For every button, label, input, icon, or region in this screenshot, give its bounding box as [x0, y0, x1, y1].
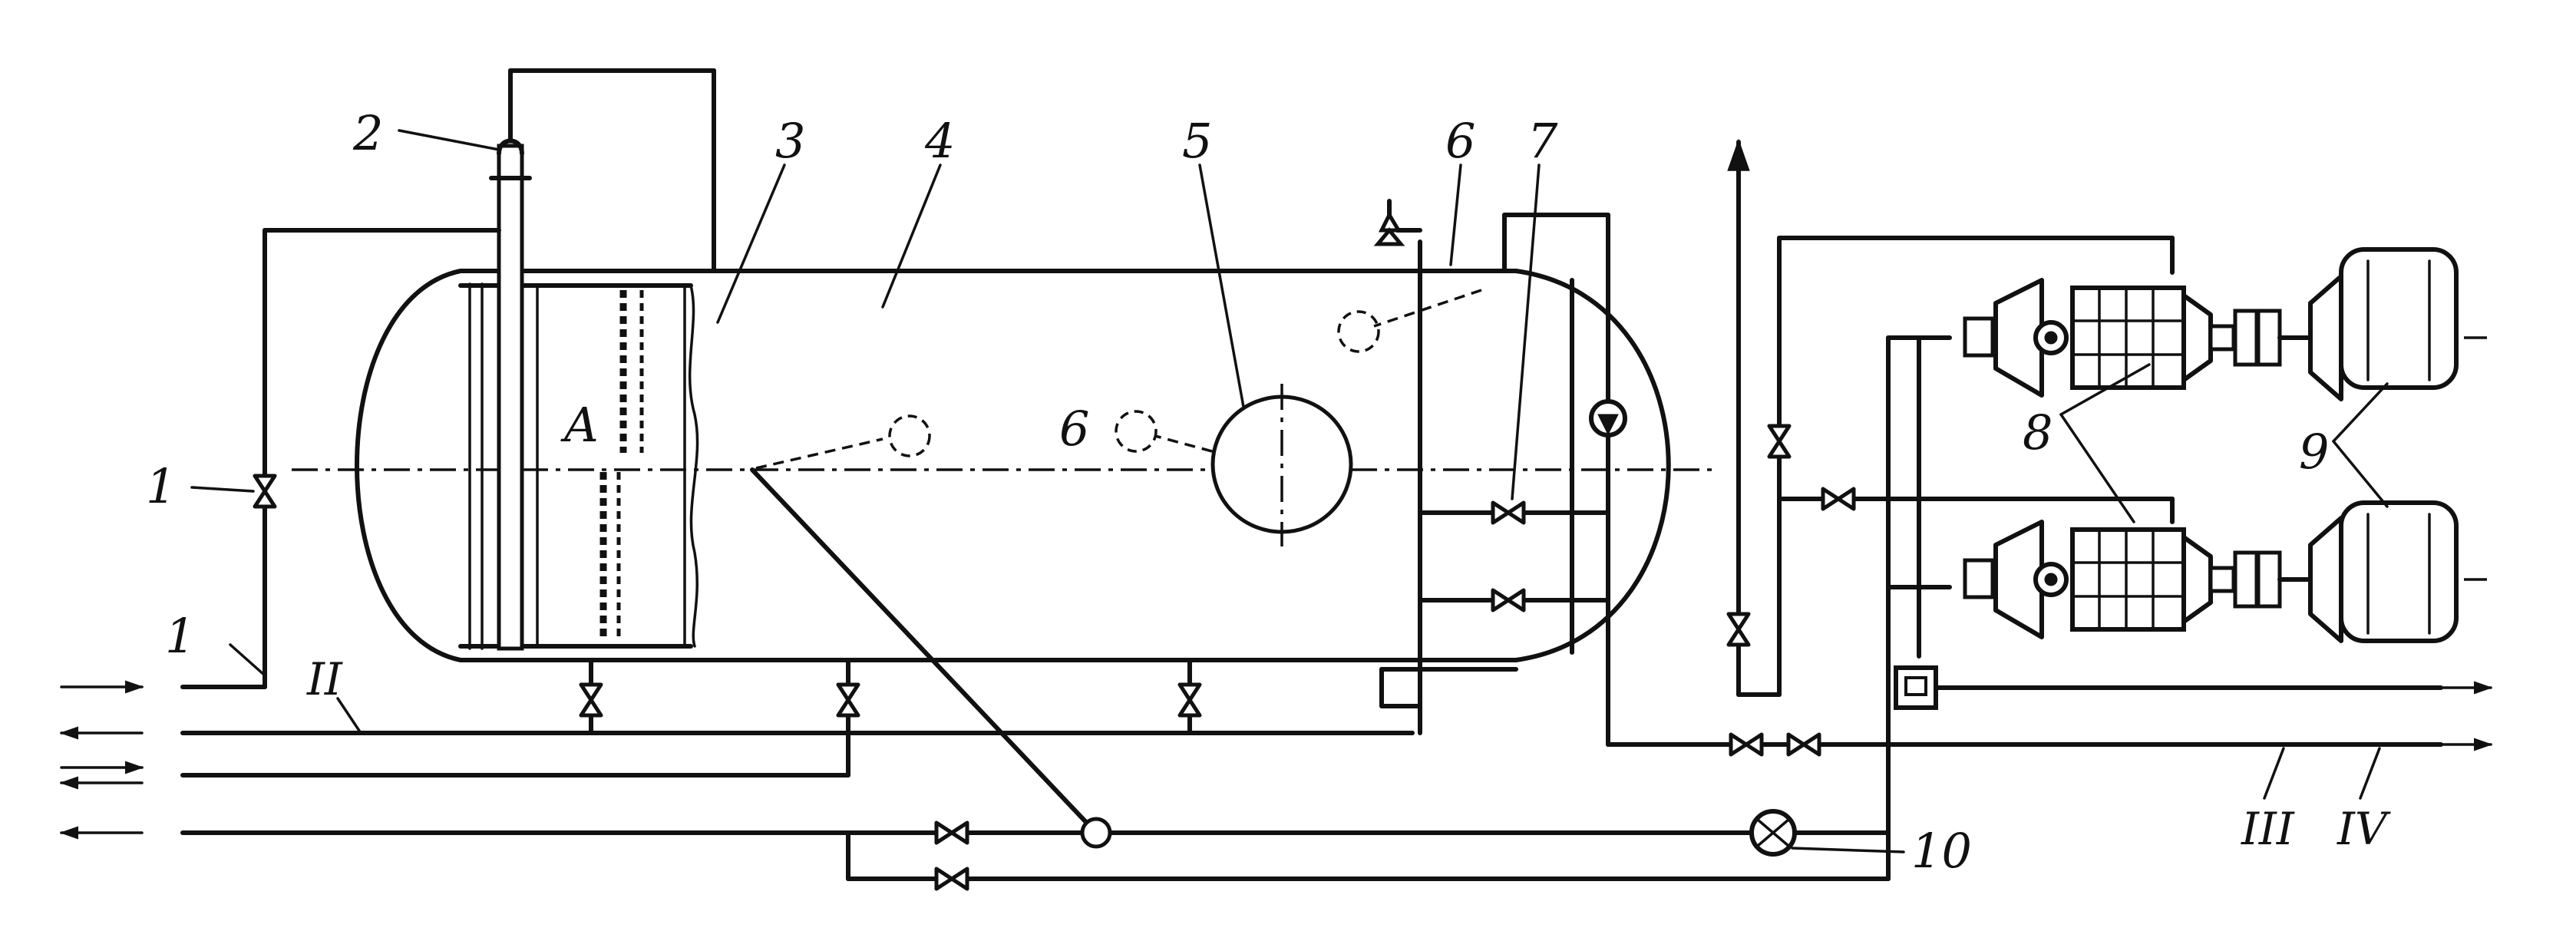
- left-headers: [180, 467, 1891, 889]
- vertical-column: [489, 68, 716, 651]
- label-3: 3: [775, 113, 805, 169]
- manhole-hatch: [1210, 384, 1353, 546]
- label-2: 2: [352, 105, 383, 161]
- label-10: 10: [1911, 823, 1972, 879]
- right-internals: [1373, 199, 1627, 735]
- label-1-valve: 1: [146, 458, 176, 514]
- label-9: 9: [2299, 424, 2329, 480]
- flow-arrows-right: [2439, 681, 2493, 751]
- stream-iii: III: [2241, 803, 2295, 855]
- stream-labels: II III IV: [306, 653, 2391, 855]
- flow-arrows-left: [59, 680, 144, 840]
- inlet-line-i: [180, 228, 501, 689]
- label-a: A: [560, 397, 599, 453]
- label-5: 5: [1182, 113, 1212, 169]
- number-labels: 2 3 4 5 6 7 6 A 1 1 8 9 10: [146, 105, 2329, 879]
- label-7: 7: [1527, 113, 1558, 169]
- motor-lower: [2308, 500, 2487, 643]
- dashed-leaders: [755, 289, 1482, 471]
- compartment-a: [458, 282, 699, 650]
- label-8: 8: [2023, 404, 2053, 461]
- label-4: 4: [924, 113, 955, 169]
- stream-ii: II: [306, 653, 343, 705]
- pump-upper: [1963, 278, 2313, 398]
- tank-vessel: [292, 269, 1716, 662]
- label-1-line: 1: [165, 608, 195, 664]
- motor-upper: [2308, 247, 2487, 401]
- label-6-top: 6: [1445, 113, 1475, 169]
- label-leaders: [190, 129, 2389, 853]
- label-6-manhole: 6: [1059, 401, 1089, 457]
- stream-iv: IV: [2337, 803, 2391, 855]
- outlet-lines: [1606, 138, 2443, 835]
- pump-lower: [1963, 520, 2313, 639]
